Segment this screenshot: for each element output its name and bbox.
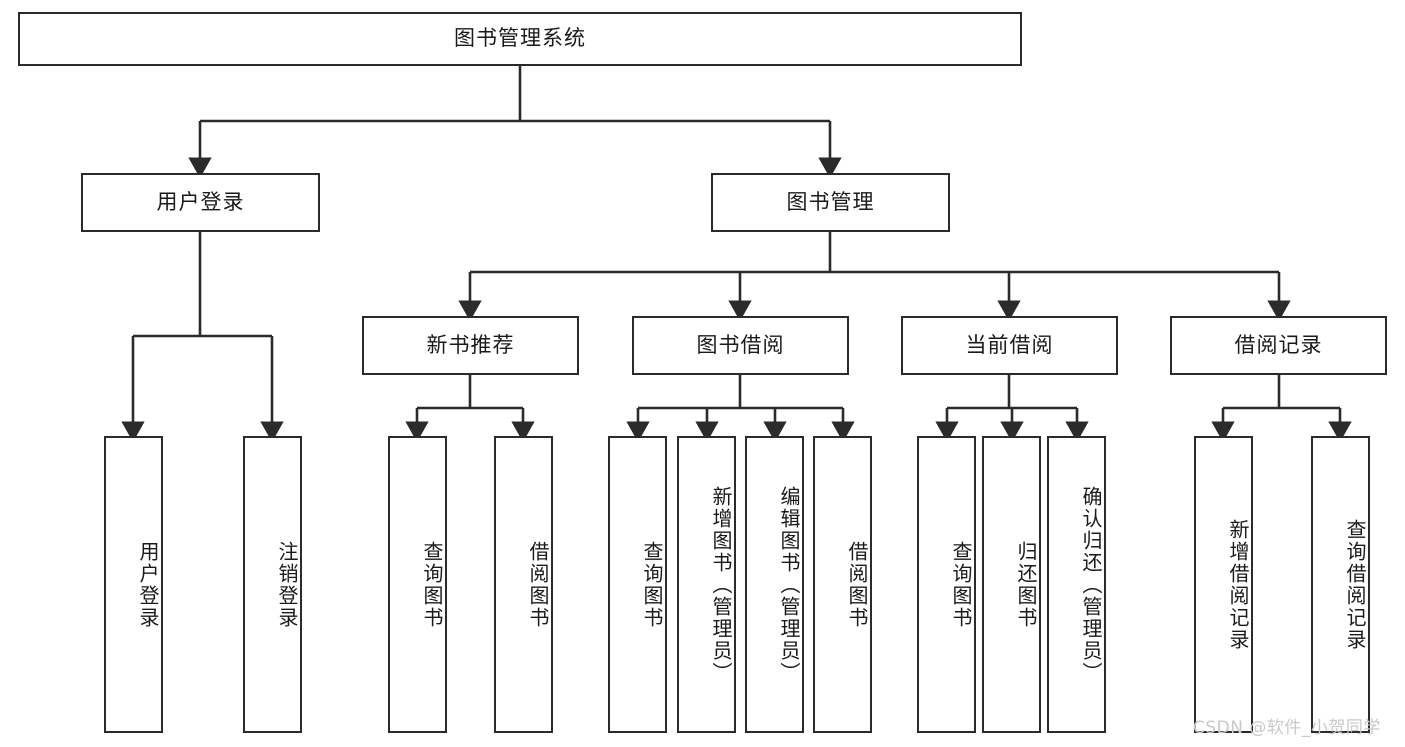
- leaf-new-book-query-book[interactable]: 查询图书: [388, 436, 447, 733]
- node-label: 新增图书（管理员）: [709, 485, 733, 684]
- node-label: 归还图书: [1014, 540, 1038, 629]
- watermark-text: CSDN @软件_小贺同学: [1193, 718, 1381, 738]
- leaf-book-borrow-query-book[interactable]: 查询图书: [608, 436, 667, 733]
- node-new-book-recommend[interactable]: 新书推荐: [362, 316, 579, 375]
- node-label: 编辑图书（管理员）: [777, 485, 801, 684]
- node-borrow-record[interactable]: 借阅记录: [1170, 316, 1387, 375]
- node-label: 用户登录: [136, 540, 160, 629]
- node-label: 确认归还（管理员）: [1079, 485, 1103, 684]
- leaf-user-login-login[interactable]: 用户登录: [104, 436, 163, 733]
- node-book-management[interactable]: 图书管理: [711, 173, 950, 232]
- node-label: 当前借阅: [965, 332, 1054, 357]
- node-label: 查询图书: [949, 540, 973, 629]
- node-label: 图书管理系统: [454, 26, 586, 51]
- leaf-borrow-record-add-record[interactable]: 新增借阅记录: [1194, 436, 1253, 733]
- node-label: 查询借阅记录: [1343, 518, 1367, 651]
- leaf-book-borrow-add-book-admin[interactable]: 新增图书（管理员）: [677, 436, 736, 733]
- node-label: 新增借阅记录: [1226, 518, 1250, 651]
- node-root-book-management-system[interactable]: 图书管理系统: [18, 12, 1022, 66]
- node-label: 借阅图书: [526, 540, 550, 629]
- node-label: 查询图书: [640, 540, 664, 629]
- node-current-borrow[interactable]: 当前借阅: [901, 316, 1118, 375]
- leaf-new-book-borrow-book[interactable]: 借阅图书: [494, 436, 553, 733]
- node-label: 图书借阅: [696, 332, 785, 357]
- leaf-borrow-record-query-record[interactable]: 查询借阅记录: [1311, 436, 1370, 733]
- node-label: 借阅记录: [1234, 332, 1323, 357]
- node-label: 查询图书: [420, 540, 444, 629]
- node-label: 借阅图书: [845, 540, 869, 629]
- leaf-user-login-logout[interactable]: 注销登录: [243, 436, 302, 733]
- node-label: 注销登录: [275, 540, 299, 629]
- leaf-book-borrow-edit-book-admin[interactable]: 编辑图书（管理员）: [745, 436, 804, 733]
- leaf-current-borrow-return-book[interactable]: 归还图书: [982, 436, 1041, 733]
- node-user-login[interactable]: 用户登录: [81, 173, 320, 232]
- leaf-current-borrow-query-book[interactable]: 查询图书: [917, 436, 976, 733]
- node-book-borrow[interactable]: 图书借阅: [632, 316, 849, 375]
- leaf-current-borrow-confirm-return-admin[interactable]: 确认归还（管理员）: [1047, 436, 1106, 733]
- node-label: 新书推荐: [426, 332, 515, 357]
- leaf-book-borrow-borrow-book[interactable]: 借阅图书: [813, 436, 872, 733]
- node-label: 用户登录: [156, 189, 245, 214]
- node-label: 图书管理: [786, 189, 875, 214]
